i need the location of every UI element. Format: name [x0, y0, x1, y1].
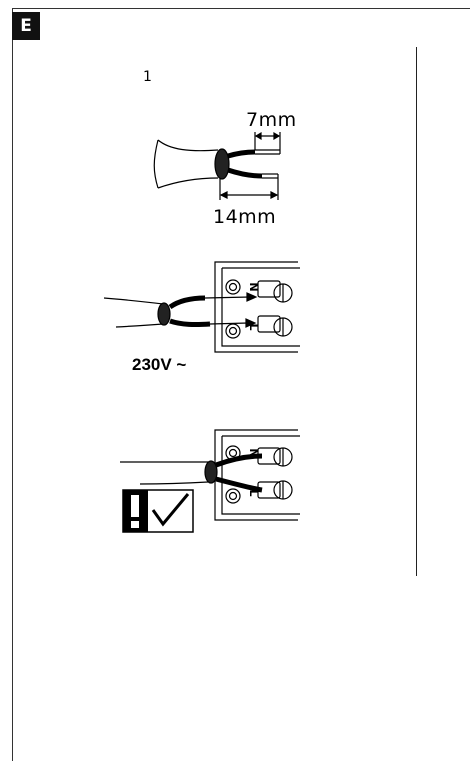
- terminal-l-label-1: L: [247, 323, 260, 330]
- terminal-insert-diagram: [103, 261, 300, 353]
- strip-length-14mm: 14mm: [213, 206, 277, 228]
- page-frame-top: [12, 8, 470, 9]
- step-number: 1: [143, 69, 152, 85]
- terminal-n-label-2: N: [247, 448, 260, 457]
- section-badge: E: [12, 12, 40, 40]
- terminal-l-label-2: L: [247, 489, 260, 496]
- terminal-n-label-1: N: [247, 282, 260, 291]
- voltage-label: 230V ~: [132, 355, 187, 374]
- page-frame-left: [12, 8, 13, 761]
- warning-check-icon: [122, 489, 194, 533]
- terminal-fixed-diagram: [120, 429, 300, 521]
- strip-length-7mm: 7mm: [246, 109, 297, 131]
- column-divider: [416, 47, 417, 576]
- cable-strip-diagram: [153, 131, 281, 200]
